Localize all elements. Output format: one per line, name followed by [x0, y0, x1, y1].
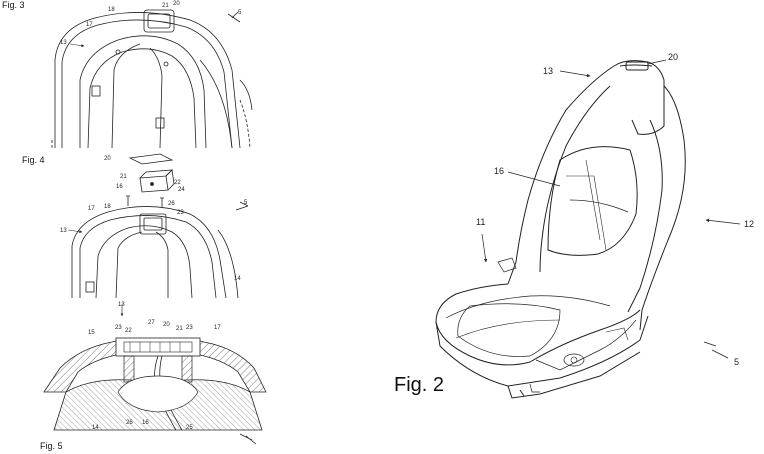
fig2-leader-13 [559, 70, 591, 78]
fig2-seat [435, 60, 686, 399]
fig4-arrow-icon [235, 201, 249, 211]
fig3-ref-5: 5 [238, 10, 242, 16]
fig4-ref-20: 20 [104, 156, 111, 162]
fig5-ref-23a: 23 [115, 325, 122, 331]
fig5-ref-22: 22 [125, 328, 132, 334]
fig4-drawing [71, 153, 239, 299]
fig5-ref-26: 26 [126, 420, 133, 426]
fig4-ref-16: 16 [116, 184, 123, 190]
fig4-ref-22: 22 [174, 180, 181, 186]
fig2-ref-11: 11 [476, 217, 486, 227]
fig3-arrow-icon [227, 11, 241, 23]
fig4-ref-18: 18 [104, 204, 111, 210]
fig2-label: Fig. 2 [394, 374, 445, 396]
fig3-drawing [51, 9, 253, 149]
fig3-ref-20: 20 [173, 1, 180, 7]
fig4-label: Fig. 4 [22, 155, 45, 165]
fig4-ref-17: 17 [88, 206, 95, 212]
fig2-leader-16 [507, 171, 561, 187]
fig5-ref-17: 17 [214, 325, 221, 331]
fig3-label: Fig. 3 [2, 0, 25, 10]
fig5-arrow-icon [239, 433, 257, 445]
fig5-ref-23b: 23 [186, 325, 193, 331]
fig5-ref-25: 25 [186, 425, 193, 431]
fig3-ref-21: 21 [162, 3, 169, 9]
fig2-leader-12 [705, 218, 741, 225]
fig5-drawing [43, 337, 267, 431]
fig5-ref-15: 15 [88, 330, 95, 336]
fig5-ref-14: 14 [92, 425, 99, 431]
fig4-ref-23: 23 [177, 210, 184, 216]
fig4-ref-24: 24 [178, 187, 185, 193]
fig5-ref-20: 20 [163, 322, 170, 328]
fig5-label: Fig. 5 [40, 441, 63, 451]
fig3-ref-18: 18 [108, 7, 115, 13]
fig2-ref-16: 16 [494, 166, 505, 176]
fig3-ref-17: 17 [86, 22, 93, 28]
fig3-ref-13: 13 [60, 40, 67, 46]
fig5-ref-27: 27 [148, 320, 155, 326]
fig2-leader-20 [647, 59, 667, 65]
fig2-ref-13: 13 [543, 66, 554, 76]
fig2-ref-20: 20 [668, 52, 679, 62]
fig4-leader-13 [67, 229, 83, 234]
fig2-ref-12: 12 [744, 219, 755, 229]
fig5-ref-13: 13 [118, 302, 125, 308]
fig3-leader-13 [69, 43, 85, 48]
fig5-ref-16: 16 [142, 420, 149, 426]
fig2-leader-11 [481, 233, 488, 263]
fig2-ref-5: 5 [734, 357, 740, 367]
fig2-arrow-icon [703, 341, 729, 359]
fig4-ref-26: 26 [168, 201, 175, 207]
fig5-ref-21: 21 [176, 326, 183, 332]
fig4-ref-14: 14 [234, 276, 241, 282]
fig4-ref-21: 21 [120, 174, 127, 180]
fig4-ref-13: 13 [60, 228, 67, 234]
fig4-ref-5: 5 [244, 200, 248, 206]
